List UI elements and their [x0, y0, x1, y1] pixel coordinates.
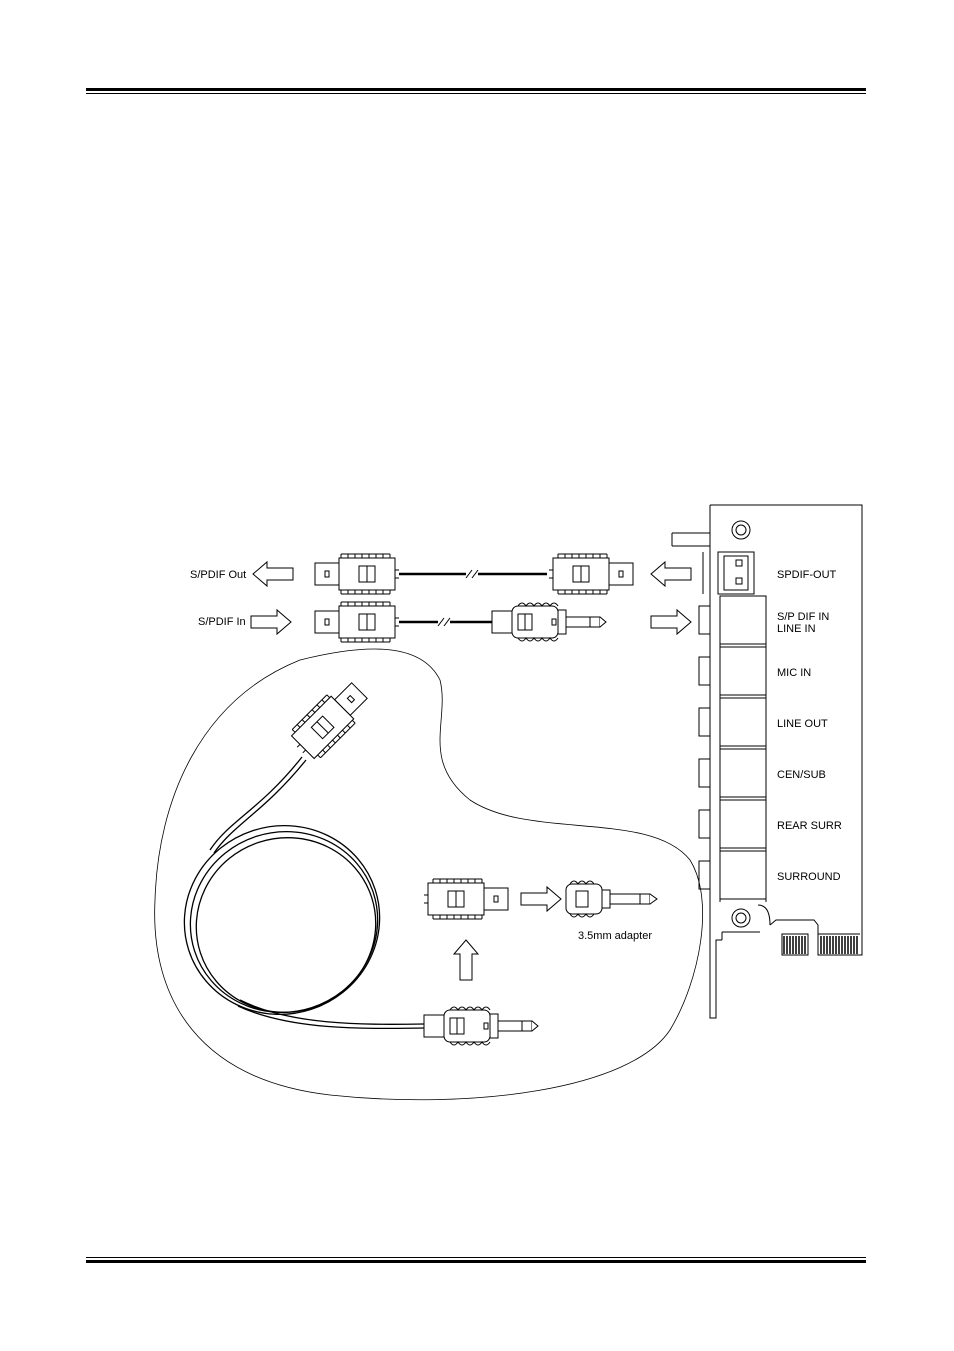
coil-mini-plug-icon — [424, 1007, 538, 1045]
port-label-surround: SURROUND — [777, 871, 841, 883]
spdif-in-label: S/PDIF In — [198, 616, 246, 628]
bracket-screw-bottom-icon — [732, 909, 750, 927]
port-label-cen-sub: CEN/SUB — [777, 769, 826, 781]
port-label-rear-surr: REAR SURR — [777, 820, 842, 832]
port-label-line-out: LINE OUT — [777, 718, 828, 730]
spdif-out-label: S/PDIF Out — [190, 569, 246, 581]
footer-rule — [86, 1257, 866, 1263]
port-label-spdif-in: S/P DIF IN — [777, 611, 829, 623]
spdif-out-arrow-icon — [253, 562, 293, 586]
edge-connector-pins — [784, 936, 857, 954]
adapter-icon — [566, 881, 657, 917]
coil-toslink-plug-icon — [286, 676, 374, 764]
adapter-insert-arrow-icon — [521, 887, 561, 911]
port-label-line-in: LINE IN — [777, 623, 816, 635]
spdif-in-mini-plug-icon — [492, 603, 606, 641]
spdif-in-arrow-icon — [251, 610, 291, 634]
spdif-out-plug-left-icon — [315, 554, 399, 594]
spdif-out-plug-right-icon — [549, 554, 633, 594]
port-label-mic-in: MIC IN — [777, 667, 811, 679]
attach-adapter-arrow-icon — [454, 940, 478, 980]
bracket-screw-top-icon — [732, 521, 750, 539]
adapter-label: 3.5mm adapter — [578, 930, 652, 942]
spdif-in-insert-arrow-icon — [651, 610, 691, 634]
spdif-out-insert-arrow-icon — [651, 562, 691, 586]
port-label-spdif-out: SPDIF-OUT — [777, 569, 837, 581]
spdif-in-plug-left-icon — [315, 602, 399, 642]
adapter-toslink-plug-icon — [424, 879, 508, 919]
coiled-optical-cable — [160, 757, 424, 1040]
